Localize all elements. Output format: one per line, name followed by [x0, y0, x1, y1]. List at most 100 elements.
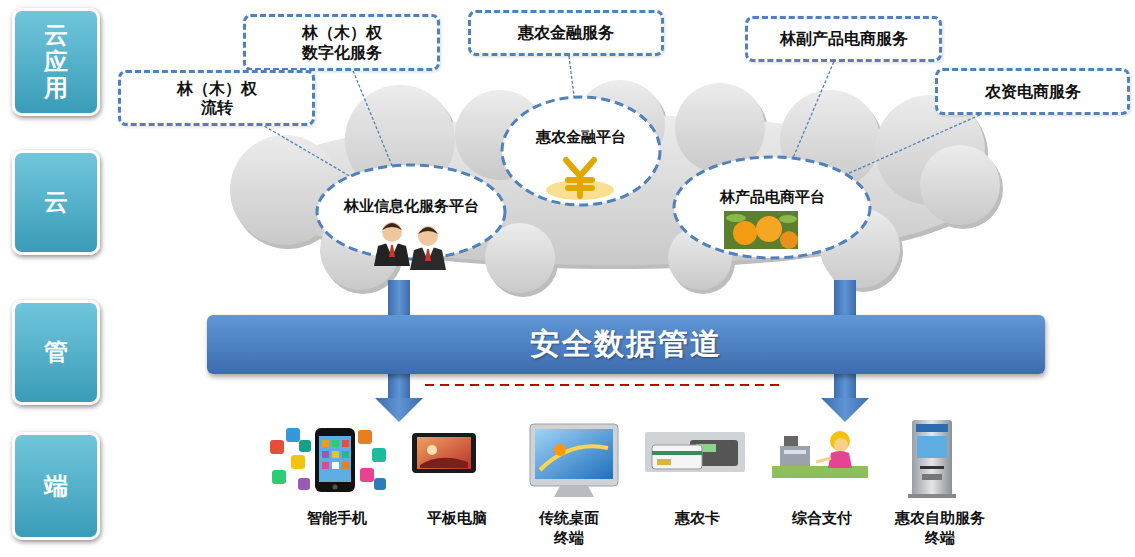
- down-block-arrow: [821, 398, 869, 422]
- desktop-terminal-icon: [554, 486, 594, 497]
- down-block-arrow: [375, 398, 423, 422]
- card-icon: [652, 451, 702, 455]
- terminal-label: 惠农自助服务 终端: [891, 509, 990, 548]
- layer-tab: 云应用: [12, 8, 100, 116]
- payment-counter-icon: [828, 451, 852, 468]
- smartphone-icon: [372, 448, 386, 462]
- smartphone-icon: [332, 462, 339, 469]
- text-group: 林（木）权 流转: [172, 79, 262, 117]
- smartphone-icon: [270, 440, 284, 454]
- desktop-terminal-icon: [540, 446, 608, 470]
- terminal-label: 综合支付: [792, 509, 852, 529]
- businessmen-icon: [382, 223, 402, 230]
- self-service-kiosk-icon: [912, 420, 952, 496]
- tablet-icon: [427, 445, 437, 455]
- smartphone-icon: [298, 478, 310, 490]
- red-dashed-line: [425, 384, 782, 386]
- smartphone-icon: [322, 451, 329, 458]
- smartphone-icon: [360, 468, 374, 482]
- cloud-shape: [920, 145, 1000, 225]
- tablet-icon: [420, 458, 468, 468]
- leader-line: [846, 115, 980, 174]
- payment-counter-icon: [816, 458, 831, 462]
- service-box: 林（木）权 流转: [118, 70, 315, 126]
- node-label: 安全数据管道: [530, 324, 722, 365]
- tablet-icon: [412, 433, 476, 473]
- node-label: 林副产品电商服务: [780, 29, 908, 48]
- node-label: 云: [44, 189, 68, 215]
- self-service-kiosk-icon: [908, 494, 956, 498]
- terminal-label: 传统桌面 终端: [535, 509, 604, 548]
- orange-fruit-photo: [724, 211, 798, 249]
- layer-tab: 管: [12, 300, 100, 405]
- smartphone-icon: [333, 485, 338, 490]
- smartphone-icon: [272, 470, 286, 484]
- payment-counter-icon: [772, 466, 868, 478]
- node-label: 林（木）权 数字化服务: [297, 23, 387, 61]
- smartphone-icon: [332, 451, 339, 458]
- node-label: 云应用: [44, 22, 68, 101]
- data-pipe-band: 安全数据管道: [207, 315, 1045, 374]
- text-group: 林业信息化服务平台: [315, 197, 507, 216]
- self-service-kiosk-icon: [920, 466, 944, 469]
- self-service-kiosk-icon: [917, 436, 947, 458]
- service-box: 农资电商服务: [935, 68, 1130, 115]
- smartphone-icon: [270, 428, 386, 492]
- orange-fruit-photo: [733, 221, 757, 245]
- smartphone-icon: [322, 440, 329, 447]
- ellipse-outline: [500, 95, 662, 207]
- text-group: 云应用: [44, 22, 68, 101]
- businessmen-icon: [374, 243, 410, 266]
- smartphone-icon: [342, 462, 349, 469]
- businessmen-icon: [425, 249, 431, 261]
- smartphone-icon: [332, 440, 339, 447]
- smartphone-icon: [342, 440, 349, 447]
- node-label: 惠农金融平台: [500, 128, 662, 147]
- terminal-label: 智能手机: [307, 509, 367, 529]
- smartphone-icon: [286, 428, 300, 442]
- node-label: 惠农金融服务: [518, 23, 614, 42]
- node-label: 林产品电商平台: [672, 188, 872, 207]
- node-label: 农资电商服务: [985, 82, 1081, 101]
- businessmen-icon: [418, 226, 438, 246]
- businessmen-icon: [422, 247, 434, 261]
- ellipse-outline: [502, 97, 660, 205]
- platform-ellipse: 惠农金融平台: [500, 95, 662, 207]
- payment-counter-icon: [830, 431, 850, 451]
- tablet-icon: [417, 437, 471, 469]
- service-box: 林（木）权 数字化服务: [243, 14, 440, 70]
- service-box: 惠农金融服务: [468, 10, 664, 56]
- smartphone-icon: [299, 440, 311, 452]
- orange-fruit-photo: [780, 231, 798, 249]
- businessmen-icon: [389, 245, 395, 257]
- card-icon: [657, 459, 671, 465]
- orange-fruit-photo: [756, 216, 782, 242]
- businessmen-icon: [418, 227, 438, 234]
- desktop-terminal-icon: [530, 424, 618, 497]
- cloud-shape: [230, 80, 1000, 293]
- businessmen-icon: [382, 222, 402, 242]
- payment-counter-icon: [834, 438, 848, 452]
- orange-fruit-photo: [779, 215, 797, 223]
- text-group: 惠农金融平台: [500, 128, 662, 147]
- cloud-shadow: [233, 84, 1003, 297]
- smartphone-icon: [319, 436, 351, 482]
- card-icon: [645, 432, 745, 472]
- smartphone-icon: [342, 451, 349, 458]
- yen-coin-icon: [546, 180, 614, 200]
- layer-tab: 端: [12, 432, 100, 540]
- node-label: 林（木）权 流转: [172, 79, 262, 117]
- payment-counter-icon: [780, 446, 810, 466]
- self-service-kiosk-icon: [908, 420, 956, 498]
- layer-tab: 云: [12, 150, 100, 255]
- node-label: 端: [44, 473, 68, 499]
- text-group: 端: [44, 473, 68, 499]
- self-service-kiosk-icon: [922, 474, 942, 480]
- payment-counter-icon: [784, 436, 798, 446]
- smartphone-icon: [358, 430, 372, 444]
- leader-line: [265, 126, 350, 176]
- leader-line: [353, 71, 392, 166]
- businessmen-icon: [410, 247, 446, 270]
- terminal-label: 惠农卡: [675, 509, 720, 529]
